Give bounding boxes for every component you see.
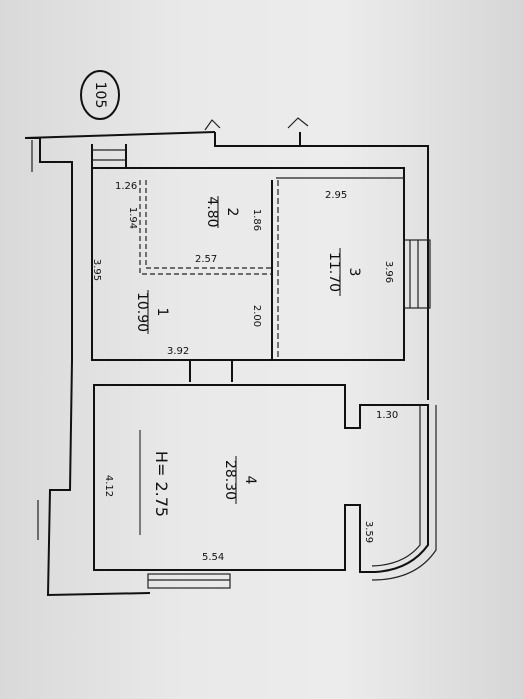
window-room4-bottom: [147, 573, 231, 589]
room4-block: [93, 384, 437, 589]
axis-arrows-top: [204, 117, 309, 131]
dim-room1-width: 3.95: [91, 259, 102, 281]
dim-room2-d: 2.57: [195, 254, 217, 265]
room-labels: 2 4.80 1 10.90 3 11.70 4 28.30 H= 2.75: [134, 196, 362, 535]
dim-room4-a: 4.12: [103, 475, 114, 497]
room2-area: 4.80: [204, 196, 220, 227]
bay-window-inner: [371, 405, 421, 567]
room4-outline: [93, 384, 429, 573]
dim-room4-b: 5.54: [202, 552, 224, 563]
ceiling-height: H= 2.75: [152, 451, 171, 517]
outer-wall-left: [25, 137, 151, 597]
entry-door: [91, 144, 127, 168]
entry-door-leaf: [92, 149, 126, 161]
room2-number: 2: [224, 208, 240, 217]
room1-number: 1: [154, 308, 170, 317]
dim-room3-b: 3.96: [383, 261, 394, 283]
dim-room1-partition: 2.00: [251, 305, 262, 327]
dim-room4-c: 1.30: [376, 410, 398, 421]
dim-room1-length: 3.92: [167, 346, 189, 357]
room3-number: 3: [346, 268, 362, 277]
bay-window-outer: [371, 405, 437, 581]
dim-room4-d: 3.59: [363, 521, 374, 543]
apartment-number: 105: [92, 82, 108, 109]
outer-wall-top-line: [24, 131, 216, 139]
outer-wall-top-mid: [214, 132, 301, 147]
dim-room3-a: 2.95: [325, 190, 347, 201]
room4-number: 4: [242, 476, 258, 485]
apartment-number-circle: [80, 70, 120, 120]
dim-room2-a: 1.26: [115, 181, 137, 192]
room1-area: 10.90: [134, 292, 150, 332]
window-room3-panes: [409, 240, 419, 308]
dim-room2-b: 1.94: [127, 207, 138, 229]
window-room3: [403, 239, 431, 309]
room2-partition: [145, 180, 272, 269]
corridor-opening: [189, 360, 233, 382]
outer-wall-right-upper: [300, 145, 429, 400]
dimension-labels: 1.26 1.94 1.86 2.57 3.95 2.00 3.92 2.95 …: [91, 181, 398, 563]
apartment-number-marker: 105: [80, 70, 120, 120]
room4-area: 28.30: [222, 460, 238, 500]
outer-walls: [24, 117, 429, 597]
room3-area: 11.70: [326, 252, 342, 292]
upper-block: [91, 144, 431, 361]
dim-room2-c: 1.86: [251, 209, 262, 231]
